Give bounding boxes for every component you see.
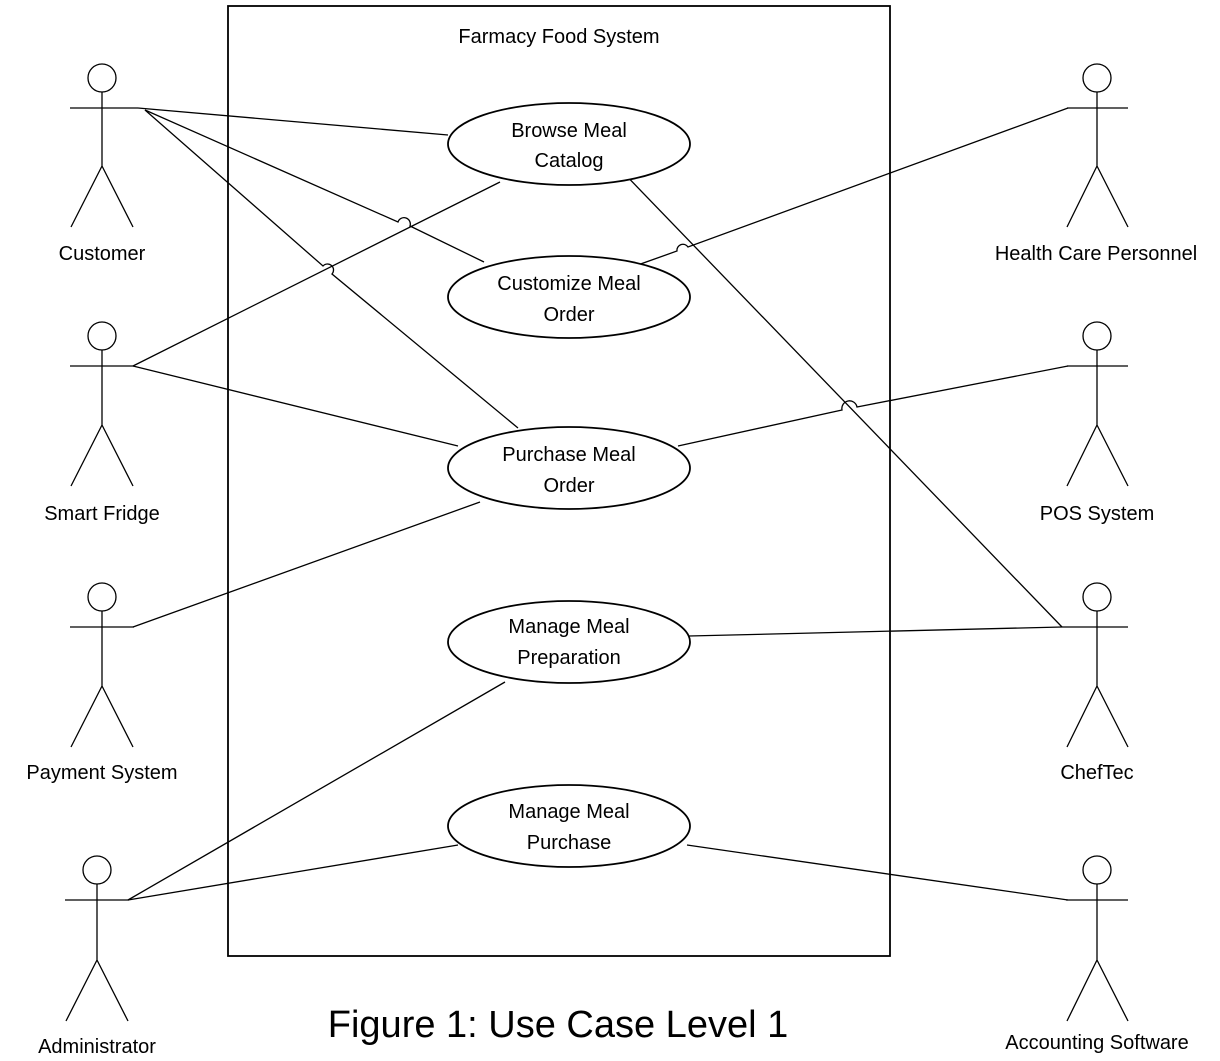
actor-administrator: Administrator — [38, 855, 156, 1058]
actor-label: Smart Fridge — [44, 503, 160, 525]
use-case-label-line-2: Catalog — [535, 150, 604, 172]
use-case-customize-meal-order: Customize Meal Order — [447, 255, 691, 339]
association-admin-preparation — [127, 681, 506, 901]
system-title: Farmacy Food System — [458, 26, 659, 48]
actor-label: Payment System — [26, 762, 177, 784]
use-case-label-line-1: Purchase Meal — [502, 444, 635, 466]
association-accounting-manage-purchase — [686, 844, 1069, 901]
associations — [127, 107, 1069, 901]
actor-head-icon — [87, 63, 117, 93]
use-case-label-line-1: Manage Meal — [508, 616, 629, 638]
use-case-label-line-2: Order — [543, 475, 594, 497]
use-case-label-line-1: Customize Meal — [497, 273, 640, 295]
figure-caption: Figure 1: Use Case Level 1 — [328, 1004, 788, 1046]
actor-label: POS System — [1040, 503, 1154, 525]
stick-figure-icon — [1066, 350, 1129, 487]
actor-payment-system: Payment System — [26, 582, 178, 784]
association-smart-fridge-browse — [132, 181, 501, 367]
actor-accounting-software: Accounting Software — [1005, 855, 1189, 1054]
association-health-care-customize — [634, 107, 1069, 267]
use-case-label-line-2: Order — [543, 304, 594, 326]
actor-head-icon — [1082, 582, 1112, 612]
association-payment-purchase — [132, 501, 481, 628]
actor-head-icon — [1082, 855, 1112, 885]
use-case-label-line-1: Browse Meal — [511, 120, 627, 142]
use-case-purchase-meal-order: Purchase Meal Order — [447, 426, 691, 510]
actor-head-icon — [82, 855, 112, 885]
stick-figure-icon — [70, 611, 134, 748]
actor-smart-fridge: Smart Fridge — [44, 321, 160, 525]
system-boundary — [227, 5, 891, 957]
stick-figure-icon — [65, 884, 129, 1022]
actor-pos-system: POS System — [1040, 321, 1154, 525]
actor-head-icon — [1082, 63, 1112, 93]
use-case-manage-meal-preparation: Manage Meal Preparation — [447, 600, 691, 684]
actor-label: ChefTec — [1060, 762, 1133, 784]
actor-head-icon — [1082, 321, 1112, 351]
actor-label: Accounting Software — [1005, 1032, 1188, 1054]
association-customer-customize — [144, 109, 485, 263]
actor-customer: Customer — [59, 63, 146, 265]
actor-label: Customer — [59, 243, 146, 265]
actor-cheftec: ChefTec — [1060, 582, 1134, 784]
stick-figure-icon — [70, 350, 134, 487]
use-case-label-line-2: Purchase — [527, 832, 612, 854]
use-case-label-line-2: Preparation — [517, 647, 620, 669]
actor-label: Health Care Personnel — [995, 243, 1197, 265]
stick-figure-icon — [1066, 884, 1129, 1022]
stick-figure-icon — [70, 92, 138, 228]
association-cheftec-preparation — [688, 626, 1063, 637]
actor-label: Administrator — [38, 1036, 156, 1058]
actor-head-icon — [87, 582, 117, 612]
association-pos-purchase — [677, 365, 1069, 447]
stick-figure-icon — [1066, 92, 1129, 228]
association-admin-manage-purchase — [127, 844, 459, 901]
association-customer-browse — [137, 107, 449, 136]
actor-head-icon — [87, 321, 117, 351]
stick-figure-icon — [1062, 611, 1129, 748]
use-case-label-line-1: Manage Meal — [508, 801, 629, 823]
use-case-manage-meal-purchase: Manage Meal Purchase — [447, 784, 691, 868]
association-smart-fridge-purchase — [132, 365, 459, 447]
association-cheftec-browse — [615, 164, 1063, 628]
use-case-browse-meal-catalog: Browse Meal Catalog — [447, 102, 691, 186]
association-customer-purchase — [144, 109, 519, 429]
actor-health-care-personnel: Health Care Personnel — [995, 63, 1197, 265]
